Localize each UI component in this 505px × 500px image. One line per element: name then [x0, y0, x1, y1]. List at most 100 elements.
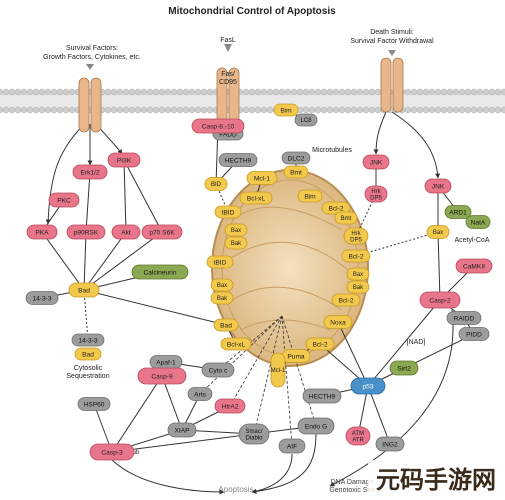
bak-right-node-label: Bak: [353, 285, 364, 291]
atm-atr-node-label: ATM: [352, 431, 364, 437]
nad-label: [NAD]: [407, 339, 426, 346]
akt-node: Akt: [111, 224, 141, 240]
sequestered-14-3-3-node-label: 14-3-3: [78, 337, 97, 344]
bak-upper-node-label: Bak: [231, 241, 242, 247]
casp9-node-label: Casp-9: [151, 373, 173, 380]
bcl2-fourth-node: Bcl-2: [305, 337, 335, 351]
casp3-node-label: Casp-3: [101, 449, 123, 456]
xiap-node-label: XIAP: [174, 427, 190, 434]
cytochrome-c-node-label: Cyto c: [209, 367, 228, 374]
raidd-node: RAIDD: [446, 311, 482, 325]
ard1-node-label: ARD1: [449, 209, 467, 216]
bax-cytosol-node: Bax: [426, 225, 450, 239]
edge-casp9-to-casp3: [111, 375, 163, 453]
xiap-node: XIAP: [167, 422, 197, 438]
dlc2-node-label: DLC2: [288, 155, 305, 162]
bad-mito-node: Bad: [213, 318, 239, 332]
htra2-node: HtrA2: [214, 398, 246, 414]
bcl2-fourth-node-label: Bcl-2: [312, 341, 327, 348]
arts-node-label: Arts: [194, 391, 206, 398]
casp2-node: Casp-2: [419, 291, 461, 309]
sequestered-bad-node: Bad: [74, 347, 102, 361]
edge-casp3-to-endog: [111, 424, 317, 453]
tbid-lower-node: tBID: [206, 255, 234, 269]
survival-factors-label: Survival Factors:: [66, 45, 118, 52]
microtubules-label: Microtubules: [312, 147, 352, 154]
mcl1-vertical-node: Mcl-1: [270, 352, 286, 388]
pka-node: PKA: [26, 224, 58, 240]
edge-death-receptor-to-jnk-upper: [373, 111, 387, 155]
apoptosis-label: Apoptosis: [218, 485, 253, 494]
hecth9-lower-node-label: HECTH9: [309, 393, 336, 400]
edge-p53-to-casp2: [367, 299, 441, 387]
release-htra2: [229, 315, 283, 407]
bak-lower-node: Bak: [210, 291, 234, 305]
bmt-node-label: Bmt: [290, 169, 302, 176]
endog-node: Endo G: [297, 417, 335, 435]
bmt-mito-node-label: Bmt: [341, 216, 352, 222]
mcl1-node-label: Mcl-1: [254, 175, 270, 182]
fas-receptor: [216, 67, 240, 123]
death-receptor: [380, 57, 404, 113]
camkii-node-label: CaMKII: [463, 263, 485, 270]
p70s6k-node: p70 S6K: [141, 224, 183, 240]
fas-label: Fas/: [221, 71, 235, 78]
bcl2-third-node-label: Bcl-2: [338, 297, 353, 304]
lc8-node: LC8: [294, 113, 318, 127]
ard1-node: ARD1: [444, 205, 472, 219]
lc8-node-label: LC8: [300, 118, 312, 124]
p53-node-label: p53: [362, 383, 373, 390]
pkc-node-label: PKC: [57, 197, 71, 204]
hrk-dp5-upper-node-label: DP5: [370, 195, 382, 201]
calcineurin-node: Calcineurin: [131, 264, 189, 280]
smac-diablo-node-label: Diablo: [245, 435, 263, 441]
edge-death-receptor-to-jnk: [391, 111, 441, 179]
casp9-node: Casp-9: [137, 367, 187, 385]
death-ligand-icon: [388, 50, 396, 56]
casp2-node-label: Casp-2: [429, 297, 451, 304]
aif-node-label: AIF: [287, 443, 297, 450]
noxa-node: Noxa: [323, 315, 353, 329]
hrk-dp5-mito-node-label: DP5: [350, 237, 362, 243]
p90rsk-node: p90RSK: [66, 224, 106, 240]
bax-right-node: Bax: [346, 267, 370, 281]
ing2-node-label: ING2: [382, 441, 398, 448]
edge-growth-receptor-to-pka: [45, 123, 85, 225]
hecth9-top-node-label: HECTH9: [225, 157, 252, 164]
bak-right-node: Bak: [346, 280, 370, 294]
watermark-text: 元码手游网: [376, 466, 496, 494]
casp8-node: Casp-8,-10: [191, 118, 245, 134]
noxa-node-label: Noxa: [330, 319, 346, 326]
release-aif: [281, 315, 294, 447]
edge-pka-to-bad: [41, 231, 85, 291]
membrane-receptors: [78, 44, 404, 133]
bmt-node: Bmt: [283, 165, 309, 179]
edge-p70s6k-to-bad: [83, 231, 163, 291]
erk12-node-label: Erk1/2: [80, 169, 99, 176]
edge-endog-to-apoptosis: [251, 433, 317, 494]
bax-lower-node: Bax: [210, 278, 234, 292]
cytochrome-c-node: Cyto c: [201, 362, 235, 378]
sequestered-bad-node-label: Bad: [82, 351, 94, 358]
raidd-node-label: RAIDD: [454, 315, 475, 322]
edge-p53-to-noxa: [337, 321, 369, 387]
jnk-upper-node: JNK: [362, 154, 390, 170]
sirt2-node-label: Sirt2: [397, 365, 411, 372]
bim-mito-node-label: Bim: [304, 193, 316, 200]
fasl-label: FasL: [220, 37, 236, 44]
ubiquitin-label: ub: [133, 450, 140, 456]
p90rsk-node-label: p90RSK: [74, 229, 99, 236]
bcl2-second-node: Bcl-2: [341, 249, 371, 263]
bad-mito-node-label: Bad: [220, 322, 232, 329]
bad-node: Bad: [68, 282, 100, 298]
edge-casp2-to-bax4: [435, 231, 441, 301]
bax-cytosol-node-label: Bax: [433, 230, 443, 236]
survival-ligand-icon: [86, 64, 94, 70]
bak-lower-node-label: Bak: [217, 296, 228, 302]
release-smac: [252, 315, 283, 435]
camkii-node: CaMKII: [455, 258, 493, 274]
